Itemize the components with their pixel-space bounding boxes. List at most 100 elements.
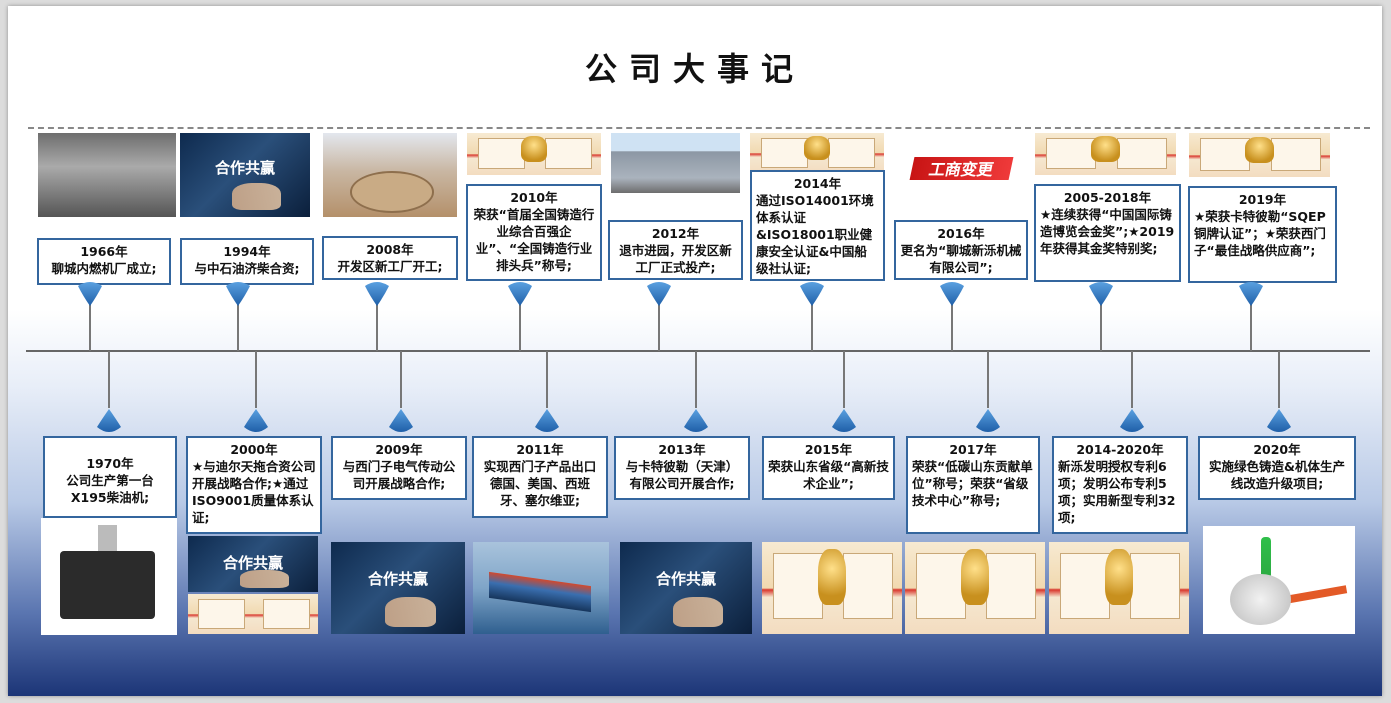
event-2000-image-2 [188,594,318,634]
drop-marker-icon [1239,282,1263,306]
event-2012-image [611,133,740,193]
bottom-marker-1 [244,409,268,432]
bottom-stem-0 [108,351,110,408]
bottom-stem-7 [1131,351,1133,408]
event-year: 1966年 [80,244,128,259]
dashed-divider [28,127,1370,129]
event-2013-image: 合作共赢 [620,542,752,634]
event-text: 开发区新工厂开工; [337,259,443,274]
event-year: 2015年 [804,442,853,457]
event-card-2014: 2014年 通过ISO14001环境体系认证&ISO18001职业健康安全认证&… [750,170,885,281]
bottom-stem-1 [255,351,257,408]
event-card-2017: 2017年 荣获“低碳山东贡献单位”称号；荣获“省级技术中心”称号; [906,436,1040,534]
event-text: 实施绿色铸造&机体生产线改造升级项目; [1209,459,1345,491]
event-card-2010: 2010年 荣获“首届全国铸造行业综合百强企业”、“全国铸造行业排头兵”称号; [466,184,602,281]
event-2010-image [467,133,601,175]
event-year: 2011年 [516,442,564,457]
bottom-marker-5 [832,409,856,432]
drop-marker-icon [1089,282,1113,306]
drop-marker-icon [832,409,856,432]
event-text: 通过ISO14001环境体系认证&ISO18001职业健康安全认证&中国船级社认… [756,193,874,276]
top-stem-2 [376,296,378,351]
event-card-2012: 2012年 退市进园，开发区新工厂正式投产; [608,220,743,280]
drop-marker-icon [647,282,671,306]
event-2017-image [905,542,1045,634]
event-year: 2005-2018年 [1063,190,1152,205]
top-marker-0 [78,282,102,306]
event-text: 荣获“首届全国铸造行业综合百强企业”、“全国铸造行业排头兵”称号; [473,207,595,273]
event-2019-image [1189,133,1330,177]
drop-marker-icon [976,409,1000,432]
top-stem-6 [951,296,953,351]
event-text: 聊城内燃机厂成立; [51,261,157,276]
image-caption: 工商变更 [909,157,1013,181]
event-2011-image [473,542,609,634]
drop-marker-icon [535,409,559,432]
bottom-marker-3 [535,409,559,432]
event-2005-2018-image [1035,133,1176,175]
event-year: 2000年 [230,442,278,457]
drop-marker-icon [78,282,102,306]
image-caption: 合作共赢 [214,158,275,177]
bottom-stem-4 [695,351,697,408]
event-text: 荣获山东省级“高新技术企业”; [768,459,889,491]
event-year: 2020年 [1253,442,1301,457]
event-text: 实现西门子产品出口德国、美国、西班牙、塞尔维亚; [483,459,597,508]
event-text: 更名为“聊城新泺机械有限公司”; [900,243,1022,275]
image-caption: 合作共赢 [222,553,283,572]
event-text: 退市进园，开发区新工厂正式投产; [619,243,732,275]
event-card-2016: 2016年 更名为“聊城新泺机械有限公司”; [894,220,1028,280]
event-card-2013: 2013年 与卡特彼勒（天津）有限公司开展合作; [614,436,750,500]
event-year: 2012年 [651,226,700,241]
bottom-stem-8 [1278,351,1280,408]
drop-marker-icon [1267,409,1291,432]
top-marker-1 [226,282,250,306]
event-text: 荣获“低碳山东贡献单位”称号；荣获“省级技术中心”称号; [912,459,1033,508]
event-card-1970: 1970年 公司生产第一台X195柴油机; [43,436,177,518]
event-year: 2013年 [658,442,706,457]
top-marker-6 [940,282,964,306]
top-stem-5 [811,296,813,351]
event-card-2020: 2020年 实施绿色铸造&机体生产线改造升级项目; [1198,436,1356,500]
event-card-2019: 2019年 ★荣获卡特彼勒“SQEP铜牌认证”；★荣获西门子“最佳战略供应商”; [1188,186,1337,283]
event-card-2008: 2008年 开发区新工厂开工; [322,236,458,280]
event-2014-2020-image [1049,542,1189,634]
drop-marker-icon [940,282,964,306]
event-year: 1970年 [86,456,134,471]
top-stem-8 [1250,296,1252,351]
bottom-marker-8 [1267,409,1291,432]
drop-marker-icon [1120,409,1144,432]
top-marker-7 [1089,282,1113,306]
event-year: 2017年 [949,442,997,457]
drop-marker-icon [684,409,708,432]
event-1994-image: 合作共赢 [180,133,310,217]
drop-marker-icon [244,409,268,432]
event-text: ★荣获卡特彼勒“SQEP铜牌认证”；★荣获西门子“最佳战略供应商”; [1194,209,1326,258]
event-2014-image [750,133,884,173]
event-2000-image: 合作共赢 [188,536,318,592]
event-year: 2008年 [366,242,414,257]
top-stem-0 [89,296,91,351]
top-stem-3 [519,296,521,351]
drop-marker-icon [97,409,121,432]
bottom-marker-6 [976,409,1000,432]
bottom-marker-7 [1120,409,1144,432]
bottom-marker-2 [389,409,413,432]
event-card-2015: 2015年 荣获山东省级“高新技术企业”; [762,436,895,500]
top-marker-8 [1239,282,1263,306]
event-text: 与中石油济柴合资; [194,261,300,276]
event-text: 与卡特彼勒（天津）有限公司开展合作; [625,459,739,491]
event-2008-image [323,133,457,217]
event-text: ★与迪尔天拖合资公司开展战略合作;★通过ISO9001质量体系认证; [192,459,316,525]
event-card-1994: 1994年 与中石油济柴合资; [180,238,314,285]
bottom-stem-3 [546,351,548,408]
page-title: 公司大事记 [584,50,805,88]
event-year: 2016年 [937,226,985,241]
image-caption: 合作共赢 [367,569,428,588]
timeline-axis [26,350,1370,352]
top-stem-4 [658,296,660,351]
event-card-2014-2020: 2014-2020年 新泺发明授权专利6项；发明公布专利5项；实用新型专利32项… [1052,436,1188,534]
event-2015-image [762,542,902,634]
timeline-slide: 公司大事记 1966年 聊城内燃机厂成立; 合作共赢 1994年 与中石油济柴合… [8,6,1382,696]
event-1970-image [41,518,177,635]
